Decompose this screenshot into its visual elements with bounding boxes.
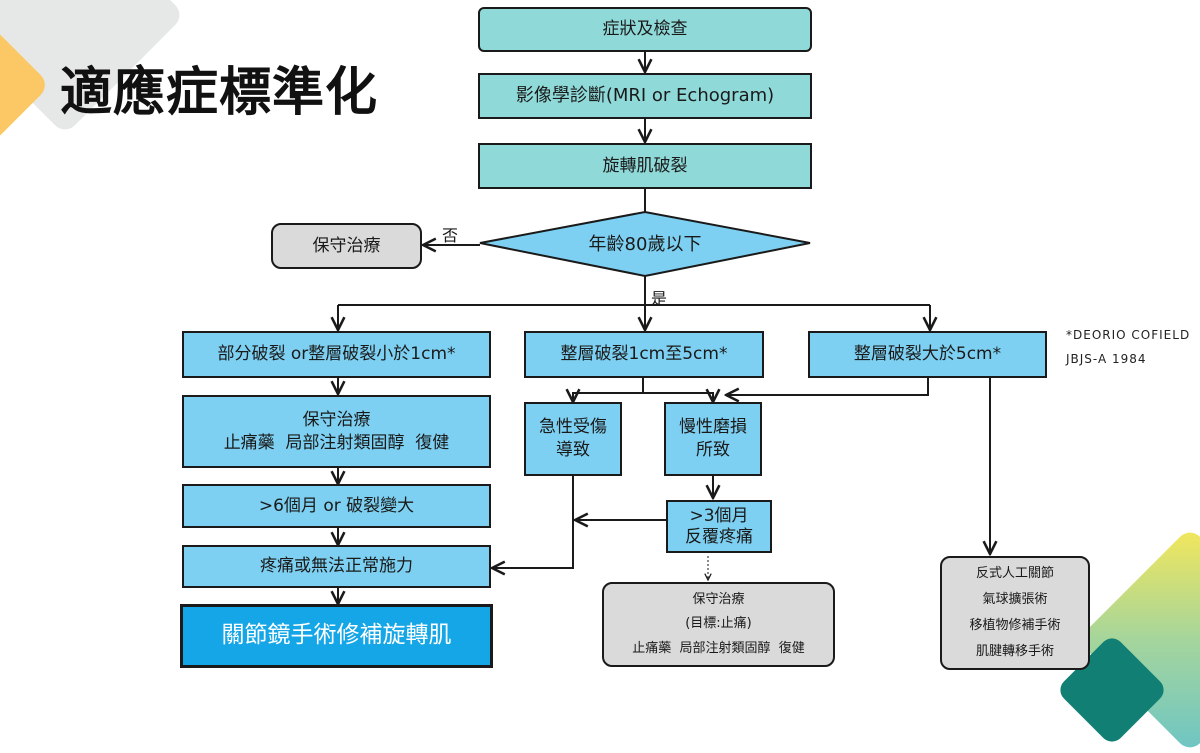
node-mid-tear-label: 整層破裂1cm至5cm*	[560, 344, 728, 365]
edge-label-no: 否	[442, 226, 459, 245]
node-option-graft: 移植物修補手術	[969, 618, 1061, 633]
node-large-tear-options: 反式人工關節 氣球擴張術 移植物修補手術 肌腱轉移手術	[940, 556, 1090, 670]
node-conservative-left-line2: 止痛藥 局部注射類固醇 復健	[223, 432, 450, 453]
arrow-large-to-chronic	[726, 378, 929, 395]
node-pain: 疼痛或無法正常施力	[182, 545, 491, 588]
node-three-months: >3個月 反覆疼痛	[666, 500, 772, 553]
node-conservative-mid-line3: 止痛藥 局部注射類固醇 復健	[632, 640, 805, 656]
node-pain-label: 疼痛或無法正常施力	[260, 556, 413, 577]
node-symptoms-label: 症狀及檢查	[602, 19, 688, 40]
node-conservative-no-label: 保守治療	[312, 235, 381, 256]
node-chronic-line2: 所致	[696, 440, 730, 460]
node-large-tear: 整層破裂大於5cm*	[808, 331, 1047, 378]
arrow-mid-to-chronic	[643, 393, 713, 402]
node-conservative-mid-line2: (目標:止痛)	[685, 616, 752, 632]
flowchart-connectors	[0, 52, 1200, 675]
reference-line-1: *DEORIO COFIELD	[1066, 328, 1191, 342]
decision-diamond	[479, 210, 811, 278]
node-symptoms: 症狀及檢查	[478, 7, 812, 52]
node-partial-tear: 部分破裂 or整層破裂小於1cm*	[182, 331, 491, 378]
node-three-months-line1: >3個月	[689, 506, 749, 527]
node-chronic-wear: 慢性磨損 所致	[664, 402, 762, 476]
node-acute-injury: 急性受傷 導致	[524, 402, 622, 476]
node-large-tear-label: 整層破裂大於5cm*	[853, 344, 1002, 365]
node-chronic-line1: 慢性磨損	[679, 417, 747, 438]
node-acute-line2: 導致	[556, 440, 590, 460]
node-arthroscopic-label: 關節鏡手術修補旋轉肌	[221, 622, 452, 649]
page-title: 適應症標準化	[60, 63, 379, 123]
node-imaging: 影像學診斷(MRI or Echogram)	[478, 73, 812, 119]
node-conservative-left-line1: 保守治療	[302, 409, 371, 430]
node-mid-tear: 整層破裂1cm至5cm*	[524, 331, 764, 378]
node-conservative-left: 保守治療 止痛藥 局部注射類固醇 復健	[182, 395, 491, 468]
node-option-balloon: 氣球擴張術	[982, 592, 1048, 607]
edge-label-yes: 是	[651, 289, 668, 308]
decision-age-label: 年齡80歲以下	[588, 234, 702, 255]
node-option-reverse-arthroplasty: 反式人工關節	[975, 566, 1054, 581]
node-conservative-no: 保守治療	[271, 223, 422, 269]
node-acute-line1: 急性受傷	[539, 417, 607, 438]
node-imaging-label: 影像學診斷(MRI or Echogram)	[515, 84, 775, 106]
arrow-mid-to-acute	[573, 393, 643, 402]
node-conservative-mid-line1: 保守治療	[692, 592, 745, 608]
node-partial-tear-label: 部分破裂 or整層破裂小於1cm*	[217, 344, 456, 365]
node-rotator-cuff-tear: 旋轉肌破裂	[478, 143, 812, 189]
node-tear-label: 旋轉肌破裂	[602, 155, 688, 176]
node-six-months-label: >6個月 or 破裂變大	[258, 495, 415, 516]
arrow-acute-to-pain	[492, 476, 574, 568]
node-conservative-mid: 保守治療 (目標:止痛) 止痛藥 局部注射類固醇 復健	[602, 582, 835, 667]
reference-line-2: JBJS-A 1984	[1066, 352, 1147, 366]
node-option-tendon-transfer: 肌腱轉移手術	[975, 644, 1054, 659]
node-three-months-line2: 反覆疼痛	[685, 526, 753, 547]
node-six-months: >6個月 or 破裂變大	[182, 484, 491, 528]
node-arthroscopic-surgery: 關節鏡手術修補旋轉肌	[180, 604, 493, 668]
